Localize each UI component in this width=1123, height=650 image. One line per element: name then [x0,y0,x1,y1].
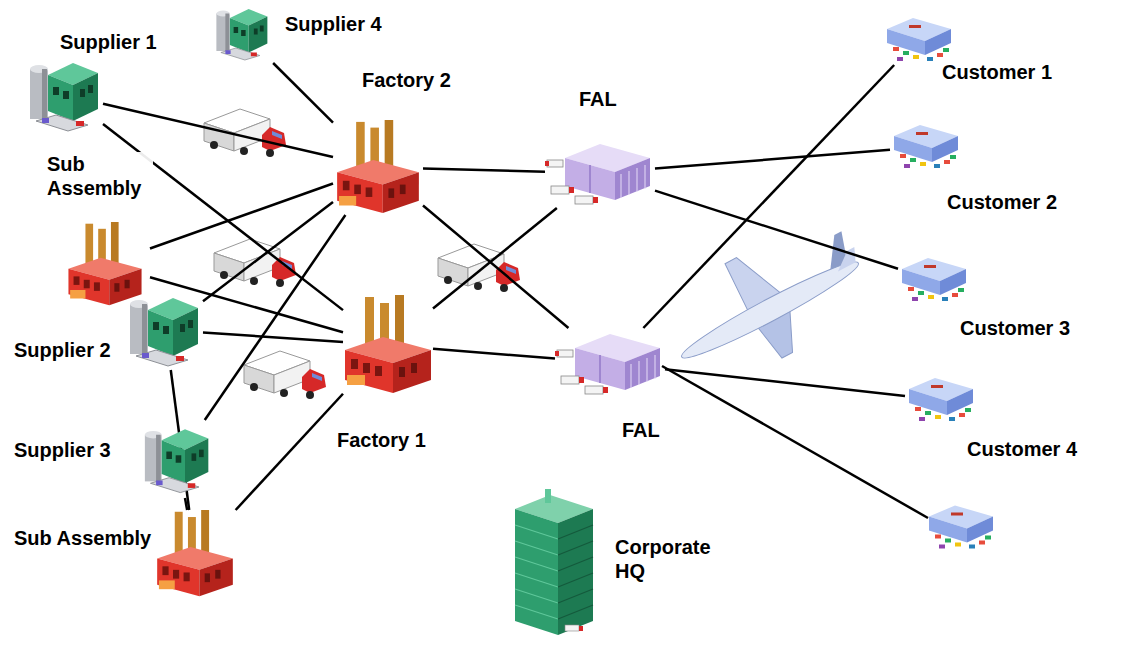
node-label: Supplier 2 [12,338,113,362]
flow-line [643,65,894,328]
assembly-line-icon [555,328,665,398]
supplier-icon [143,420,213,498]
assembly-line-icon: FAL [545,138,655,208]
customer-icon: Customer 3 [898,255,968,305]
customer-icon [890,122,960,172]
node-label: FAL [620,418,662,442]
headquarters-icon: Corporate HQ [505,488,600,640]
flow-line [423,169,545,172]
node-label: Sub Assembly [12,526,153,550]
factory-icon: Sub Assembly [150,510,240,598]
node-label: Customer 1 [940,60,1054,84]
flow-line [203,333,343,342]
node-label: Supplier 4 [283,12,384,36]
supplier-icon: Supplier 3 [143,420,213,498]
node-label: Customer 2 [945,190,1059,214]
supplier-icon: Supplier 4 [208,3,278,63]
flow-line [433,349,555,359]
customer-icon: Customer 4 [905,375,975,425]
flow-line [203,202,333,301]
node-label: Factory 2 [360,68,453,92]
customer-icon [883,15,953,65]
factory-icon: Sub Assembly [60,222,150,307]
node-label: Corporate HQ [613,535,735,583]
headquarters-icon [505,488,600,640]
supplier-icon [208,3,278,63]
supplier-icon [128,290,203,370]
flow-line [236,394,343,510]
node-label: Customer 4 [965,437,1079,461]
node-label: Supplier 3 [12,438,113,462]
customer-icon: Customer 2 [890,122,960,172]
factory-icon [343,295,433,395]
flow-line [273,63,333,123]
factory-icon [150,510,240,598]
flow-line [205,215,346,420]
customer-icon [905,375,975,425]
node-label: Customer 3 [958,316,1072,340]
node-label: Supplier 1 [58,30,159,54]
supplier-icon: Supplier 2 [128,290,203,370]
factory-icon [60,222,150,307]
flow-line [665,369,905,396]
flow-line [433,208,557,308]
flow-line [185,498,187,510]
flow-line [655,191,898,269]
supplier-icon [28,55,103,135]
assembly-line-icon: FAL [555,328,665,398]
flow-line [150,183,333,248]
node-label: FAL [577,87,619,111]
factory-icon: Factory 1 [343,295,433,395]
customer-icon: Customer 1 [883,15,953,65]
node-label: Factory 1 [335,428,428,452]
node-label: Sub Assembly [45,152,153,200]
flow-line [655,150,890,169]
supplier-icon: Supplier 1 [28,55,103,135]
factory-icon [333,120,423,215]
customer-icon [898,255,968,305]
factory-icon: Factory 2 [333,120,423,215]
flow-line [103,104,333,157]
flow-line [423,205,568,328]
assembly-line-icon [545,138,655,208]
